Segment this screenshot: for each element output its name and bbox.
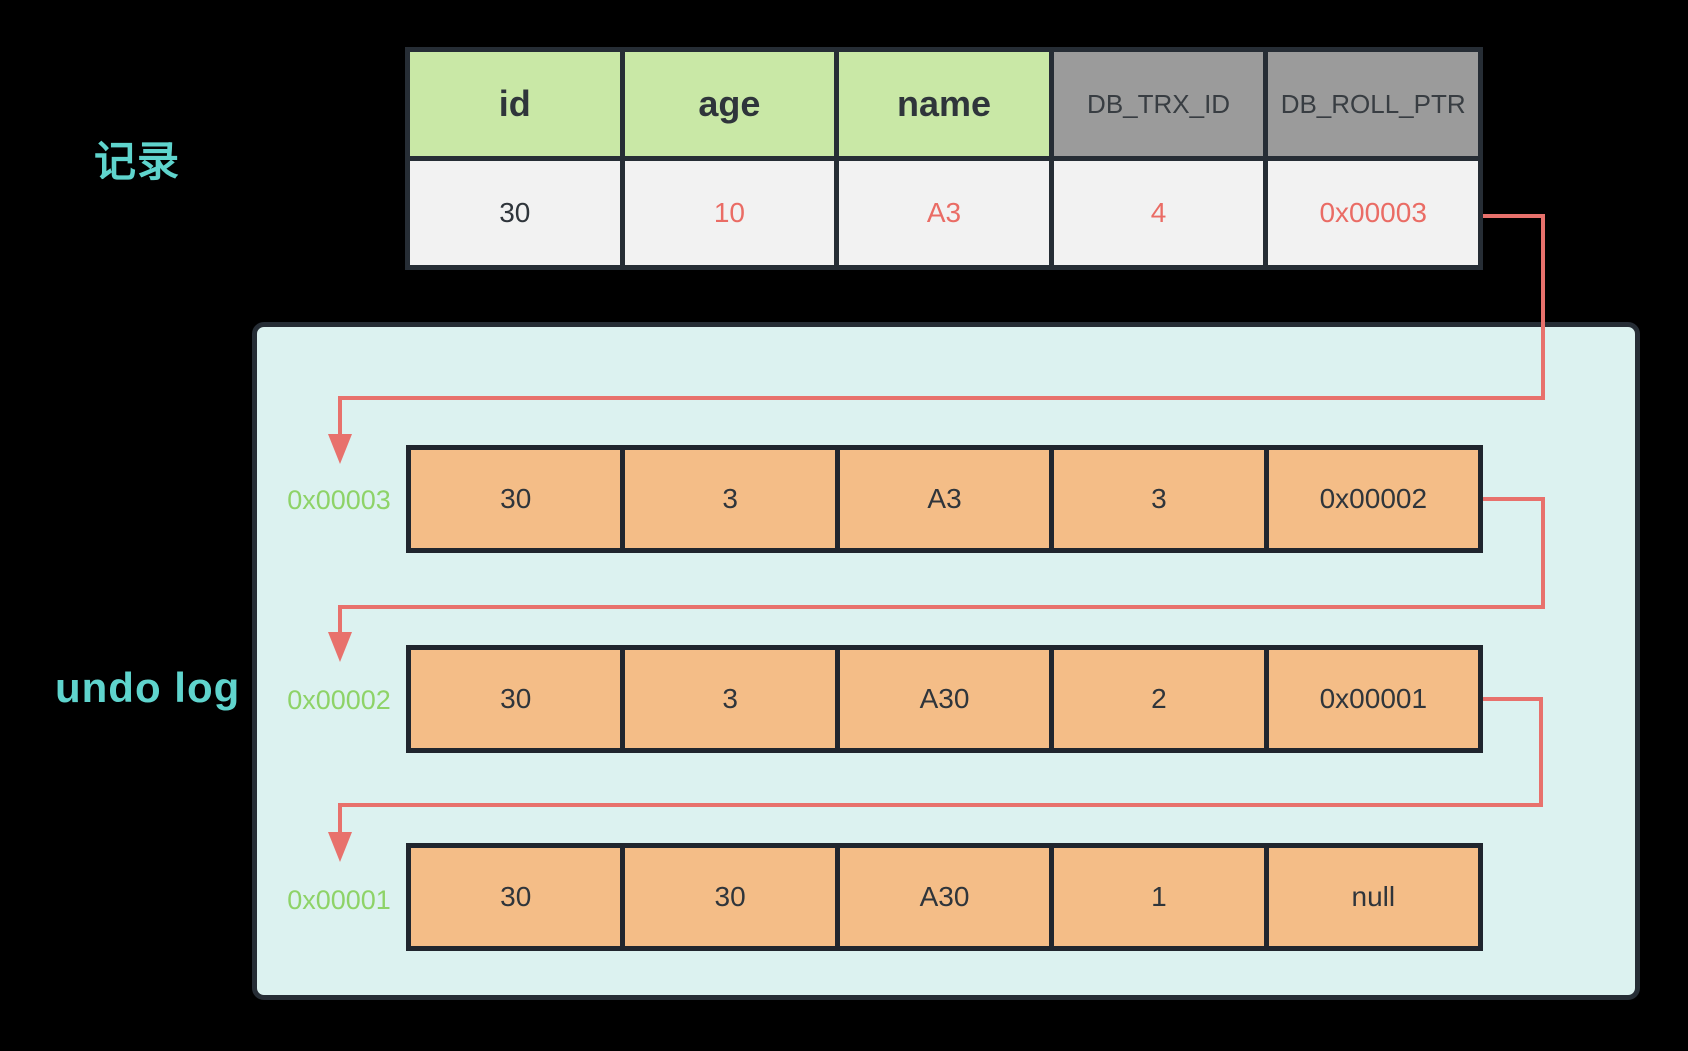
undo-cell-id: 30 [411,650,621,748]
header-cell-id: id [410,52,620,156]
undo-cell-age: 3 [620,450,835,548]
record-table: id age name DB_TRX_ID DB_ROLL_PTR 30 10 … [405,47,1483,270]
undo-cell-db-trx-id: 3 [1049,450,1264,548]
undo-log-row: 30 30 A30 1 null [406,843,1483,951]
undo-cell-db-trx-id: 2 [1049,650,1264,748]
header-cell-db-roll-ptr: DB_ROLL_PTR [1263,52,1478,156]
value-cell-name: A3 [834,161,1049,265]
pointer-address-label: 0x00001 [287,885,391,915]
value-cell-db-trx-id: 4 [1048,161,1264,265]
header-cell-name: name [834,52,1049,156]
undo-log-row: 30 3 A30 2 0x00001 [406,645,1483,753]
undo-cell-id: 30 [411,450,621,548]
record-table-value-row: 30 10 A3 4 0x00003 [410,156,1478,265]
header-cell-db-trx-id: DB_TRX_ID [1048,52,1264,156]
undo-cell-db-trx-id: 1 [1049,848,1264,946]
record-label: 记录 [94,138,181,185]
value-cell-age: 10 [619,161,835,265]
undo-cell-id: 30 [411,848,621,946]
undo-cell-db-roll-ptr: 0x00001 [1263,650,1479,748]
pointer-address-label: 0x00003 [287,485,391,515]
undo-cell-db-roll-ptr: null [1263,848,1479,946]
record-table-header-row: id age name DB_TRX_ID DB_ROLL_PTR [410,52,1478,156]
undo-cell-age: 30 [620,848,835,946]
undo-cell-db-roll-ptr: 0x00002 [1263,450,1479,548]
value-cell-id: 30 [410,161,620,265]
header-cell-age: age [619,52,835,156]
undo-log-row: 30 3 A3 3 0x00002 [406,445,1483,553]
undo-cell-name: A30 [834,650,1050,748]
undo-cell-age: 3 [620,650,835,748]
undo-cell-name: A3 [834,450,1050,548]
undo-cell-name: A30 [834,848,1050,946]
pointer-address-label: 0x00002 [287,685,391,715]
undo-log-label: undo log [55,664,241,711]
value-cell-db-roll-ptr: 0x00003 [1263,161,1478,265]
